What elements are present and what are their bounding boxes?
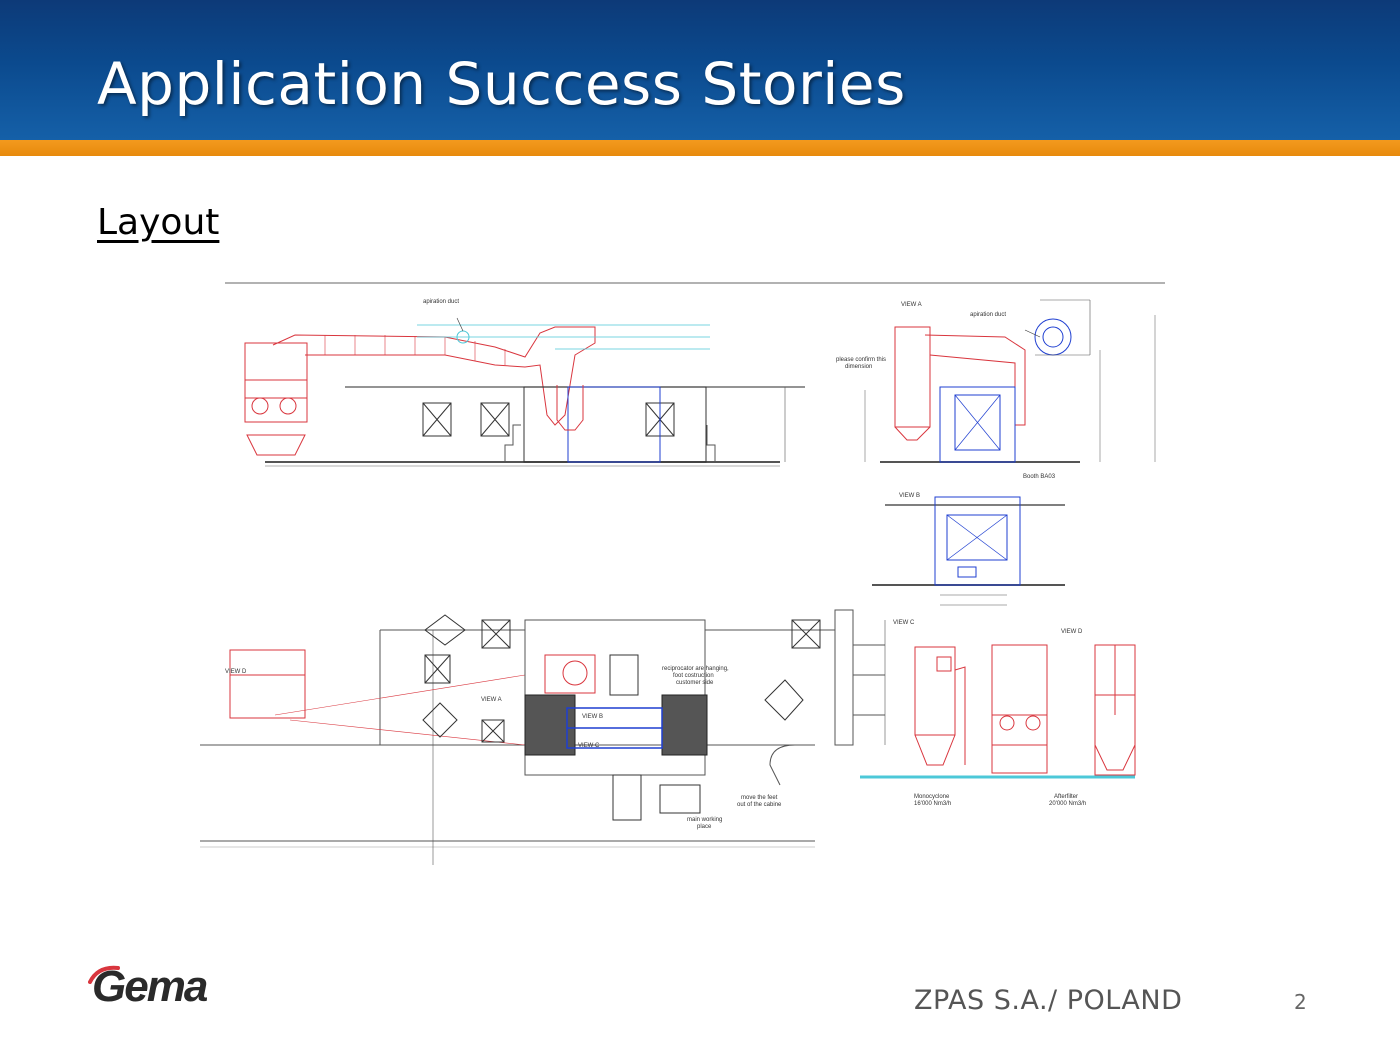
label-afterfilter-2: 20'000 Nm3/h [1049,801,1086,807]
slide-title: Application Success Stories [97,50,906,118]
label-please-confirm-2: dimension [845,364,872,370]
label-monocyclone-1: Monocyclone [914,794,950,800]
label-view-b-plan: VIEW B [582,714,603,720]
label-reciprocator-2: foot costruction [673,673,714,679]
header-bar [0,0,1400,140]
page-number: 2 [1294,990,1307,1014]
label-view-a-plan: VIEW A [481,697,502,703]
label-please-confirm-1: please confirm this [836,357,886,363]
footer-company: ZPAS S.A./ POLAND [914,985,1183,1016]
label-view-c-right: VIEW C [893,620,915,626]
label-apiration-duct-right: apiration duct [970,312,1006,318]
label-booth: Booth BA03 [1023,474,1056,480]
logo-swoosh-icon [88,965,120,984]
slide-subtitle: Layout [97,202,220,243]
cad-drawing-svg: apiration duct VIEW A apiration duct ple… [200,282,1165,865]
label-main-working-1: main working [687,817,722,823]
view-a-section [864,299,1156,463]
label-view-a-top: VIEW A [901,302,922,308]
view-b-section [872,496,1065,606]
label-monocyclone-2: 16'000 Nm3/h [914,801,951,807]
label-reciprocator-1: reciprocator are hanging, [662,666,729,672]
view-c-d-section [860,644,1136,779]
label-view-b-top: VIEW B [899,493,920,499]
plan-view [200,609,886,865]
label-afterfilter-1: Afterfilter [1054,794,1078,800]
label-view-c-plan: VIEW C [578,743,600,749]
header-accent-stripe [0,140,1400,156]
label-reciprocator-3: customer side [676,680,714,686]
gema-logo: Gema [92,962,208,1011]
label-move-feet-2: out of the cabine [737,802,782,808]
label-main-working-2: place [697,824,712,830]
layout-drawing: apiration duct VIEW A apiration duct ple… [195,275,1175,870]
label-apiration-duct-left: apiration duct [423,299,459,305]
label-move-feet-1: move the feet [741,795,778,801]
label-view-d-left: VIEW D [225,669,247,675]
elevation-view [244,317,805,467]
label-view-d-right: VIEW D [1061,629,1083,635]
